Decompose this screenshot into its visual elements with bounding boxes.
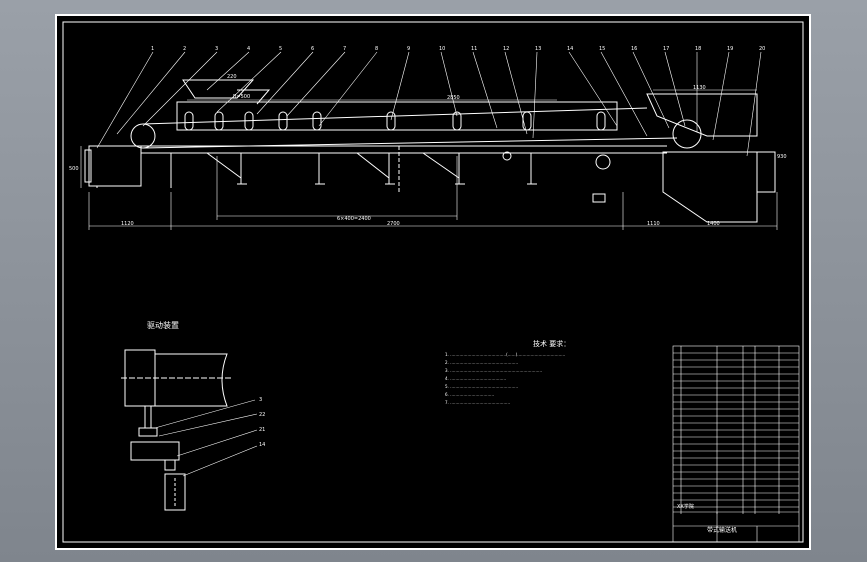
part-number-16: 16 bbox=[631, 46, 637, 52]
drive-shaft bbox=[144, 405, 152, 429]
dim-head: 1130 bbox=[693, 85, 706, 91]
drive-part-3: 3 bbox=[259, 397, 262, 403]
drive-drum bbox=[155, 353, 228, 407]
part-number-1: 1 bbox=[151, 46, 154, 52]
part-number-2: 2 bbox=[183, 46, 186, 52]
part-number-17: 17 bbox=[663, 46, 669, 52]
school-name: XX学院 bbox=[677, 503, 694, 510]
drive-part-14: 14 bbox=[259, 442, 265, 448]
reducer bbox=[130, 441, 180, 461]
tail-end-plate bbox=[84, 149, 92, 183]
part-number-11: 11 bbox=[471, 46, 477, 52]
drive-part-22: 22 bbox=[259, 412, 265, 418]
drive-leaders bbox=[154, 399, 258, 477]
conveyor-elevation bbox=[84, 79, 776, 223]
inner-frame bbox=[62, 21, 804, 543]
part-number-12: 12 bbox=[503, 46, 509, 52]
part-number-6: 6 bbox=[311, 46, 314, 52]
dim-right: 1400 bbox=[707, 221, 720, 227]
tech-req-line: 1. ……………………………………(……)……………………………… bbox=[445, 352, 565, 357]
dim-mid2: 1110 bbox=[647, 221, 660, 227]
drive-part-numbers: 3 22 21 14 bbox=[259, 397, 265, 448]
discharge-chute bbox=[662, 151, 758, 223]
coupling bbox=[138, 427, 158, 437]
dim-belt-note: B=500 bbox=[233, 94, 250, 100]
part-number-20: 20 bbox=[759, 46, 765, 52]
dimension-lines bbox=[80, 89, 778, 230]
part-number-19: 19 bbox=[727, 46, 733, 52]
snub-pulley bbox=[595, 154, 611, 170]
tech-req-line: 4. …………………………………… bbox=[445, 376, 506, 381]
drive-label: 驱动装置 bbox=[147, 320, 179, 330]
counterweight bbox=[592, 193, 606, 203]
tech-req-line: 7. ……………………………………… bbox=[445, 400, 510, 405]
head-frame bbox=[756, 151, 776, 193]
tech-req-line: 3. …………………………………………………………… bbox=[445, 368, 542, 373]
tail-drive-box bbox=[88, 145, 142, 187]
part-number-7: 7 bbox=[343, 46, 346, 52]
tail-pulley bbox=[130, 123, 156, 149]
tech-req-line: 5. …………………………………………… bbox=[445, 384, 518, 389]
tech-req-line: 2. …………………………………………… bbox=[445, 360, 518, 365]
support-legs bbox=[96, 152, 537, 188]
dim-left: 1120 bbox=[121, 221, 134, 227]
dim-hopper: 220 bbox=[227, 74, 237, 80]
hopper-chute bbox=[237, 89, 271, 105]
dim-spacing: 6×400=2400 bbox=[337, 216, 371, 222]
part-number-3: 3 bbox=[215, 46, 218, 52]
reducer-output bbox=[164, 459, 176, 471]
part-number-14: 14 bbox=[567, 46, 573, 52]
dim-side: 930 bbox=[777, 154, 787, 160]
part-number-9: 9 bbox=[407, 46, 410, 52]
parts-list-table bbox=[672, 345, 800, 543]
tech-req-line: 6. …………………………… bbox=[445, 392, 494, 397]
part-number-15: 15 bbox=[599, 46, 605, 52]
dim-height: 500 bbox=[69, 166, 79, 172]
part-number-5: 5 bbox=[279, 46, 282, 52]
dim-belt-length: 2850 bbox=[447, 95, 460, 101]
tech-req-lines: 1. ……………………………………(……)……………………………… 2. …………… bbox=[445, 352, 565, 405]
drawing-name: 带式输送机 bbox=[707, 526, 737, 534]
part-number-18: 18 bbox=[695, 46, 701, 52]
part-number-8: 8 bbox=[375, 46, 378, 52]
tech-req-title: 技术 要求： bbox=[533, 339, 570, 348]
motor bbox=[164, 473, 186, 511]
belt-guard bbox=[176, 101, 618, 131]
head-hood bbox=[646, 93, 758, 137]
part-number-4: 4 bbox=[247, 46, 250, 52]
return-idler bbox=[502, 151, 512, 161]
idler-rollers bbox=[184, 111, 606, 131]
part-number-10: 10 bbox=[439, 46, 445, 52]
dim-mid: 2700 bbox=[387, 221, 400, 227]
leader-lines bbox=[96, 51, 762, 157]
feed-hopper bbox=[182, 79, 255, 99]
drive-part-21: 21 bbox=[259, 427, 265, 433]
drive-detail bbox=[121, 349, 233, 511]
part-number-13: 13 bbox=[535, 46, 541, 52]
